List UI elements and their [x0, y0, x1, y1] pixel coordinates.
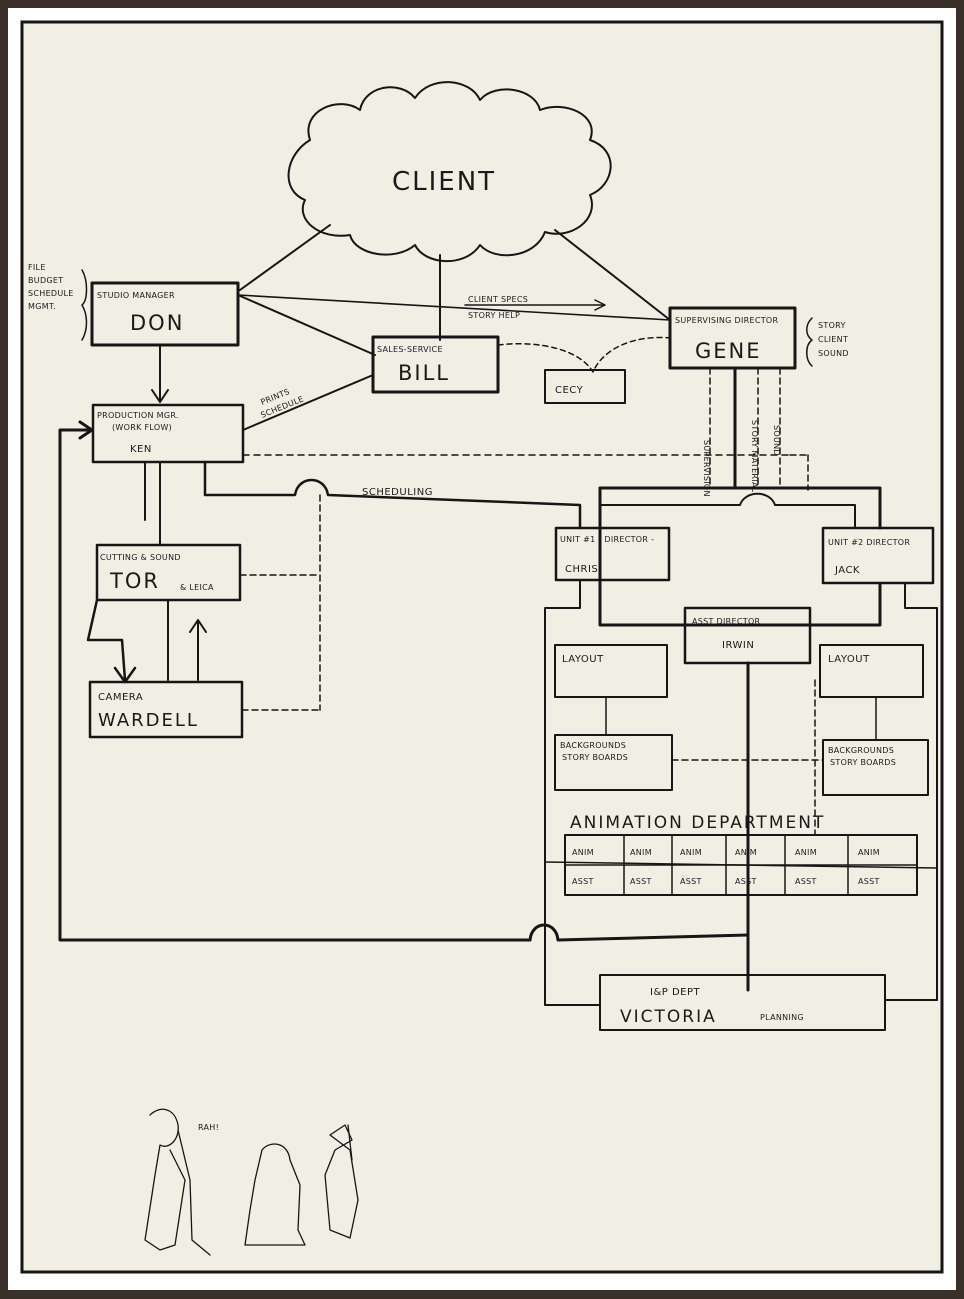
anim-cell-1: ANIM — [572, 848, 594, 857]
asst-cell-5: ASST — [795, 877, 817, 886]
ken-subtitle: (WORK FLOW) — [112, 423, 172, 432]
chris-title: UNIT #1 - DIRECTOR - — [560, 535, 654, 544]
client-specs-note: CLIENT SPECS — [468, 295, 528, 304]
don-name: DON — [130, 311, 184, 335]
asst-cell-4: ASST — [735, 877, 757, 886]
victoria-extra: PLANNING — [760, 1013, 804, 1022]
vertical-label-2: STORY MATERIAL — [750, 420, 759, 493]
gene-name: GENE — [695, 339, 762, 363]
scheduling-label: SCHEDULING — [362, 487, 433, 498]
client-specs-note-2: STORY HELP — [468, 311, 520, 320]
wardell-name: WARDELL — [98, 710, 199, 731]
bg-left-title: BACKGROUNDS — [560, 741, 626, 750]
bill-name: BILL — [398, 361, 450, 385]
tor-extra: & LEICA — [180, 583, 214, 592]
irwin-name: IRWIN — [722, 640, 754, 651]
tor-title: CUTTING & SOUND — [100, 553, 181, 562]
side-note-line-2: BUDGET — [28, 276, 63, 285]
vertical-label-3: SOUND — [772, 425, 781, 456]
asst-cell-6: ASST — [858, 877, 880, 886]
chris-name: CHRIS — [565, 564, 598, 575]
story-note-line-1: STORY — [818, 321, 846, 330]
anim-cell-4: ANIM — [735, 848, 757, 857]
side-note-line-1: FILE — [28, 263, 46, 272]
story-note-line-2: CLIENT — [818, 335, 848, 344]
bg-right-title: BACKGROUNDS — [828, 746, 894, 755]
asst-cell-2: ASST — [630, 877, 652, 886]
vertical-label-1: SUPERVISION — [702, 440, 711, 497]
don-title: STUDIO MANAGER — [97, 291, 175, 300]
anim-cell-2: ANIM — [630, 848, 652, 857]
tor-name: TOR — [109, 569, 160, 593]
wardell-title: CAMERA — [98, 692, 143, 703]
ken-name: KEN — [130, 444, 152, 455]
victoria-name: VICTORIA — [620, 1007, 717, 1027]
ken-title: PRODUCTION MGR. — [97, 411, 179, 420]
side-note-line-4: MGMT. — [28, 302, 56, 311]
layout-left-label: LAYOUT — [562, 654, 604, 665]
irwin-title: ASST DIRECTOR — [692, 617, 761, 626]
anim-cell-5: ANIM — [795, 848, 817, 857]
bill-title: SALES-SERVICE — [377, 345, 443, 354]
story-note-line-3: SOUND — [818, 349, 849, 358]
jack-name: JACK — [834, 565, 860, 576]
anim-cell-3: ANIM — [680, 848, 702, 857]
victoria-title: I&P DEPT — [650, 987, 701, 998]
bg-right-subtitle: STORY BOARDS — [830, 758, 896, 767]
client-label: CLIENT — [392, 167, 496, 197]
gene-title: SUPERVISING DIRECTOR — [675, 316, 779, 325]
layout-right-label: LAYOUT — [828, 654, 870, 665]
paper-sheet — [22, 22, 942, 1272]
jack-title: UNIT #2 DIRECTOR — [828, 538, 910, 547]
bg-left-subtitle: STORY BOARDS — [562, 753, 628, 762]
cartoon-speech: RAH! — [198, 1123, 219, 1132]
cecy-name: CECY — [555, 385, 584, 396]
asst-cell-3: ASST — [680, 877, 702, 886]
asst-cell-1: ASST — [572, 877, 594, 886]
anim-cell-6: ANIM — [858, 848, 880, 857]
animation-dept-label: ANIMATION DEPARTMENT — [570, 813, 825, 833]
side-note-line-3: SCHEDULE — [28, 289, 74, 298]
